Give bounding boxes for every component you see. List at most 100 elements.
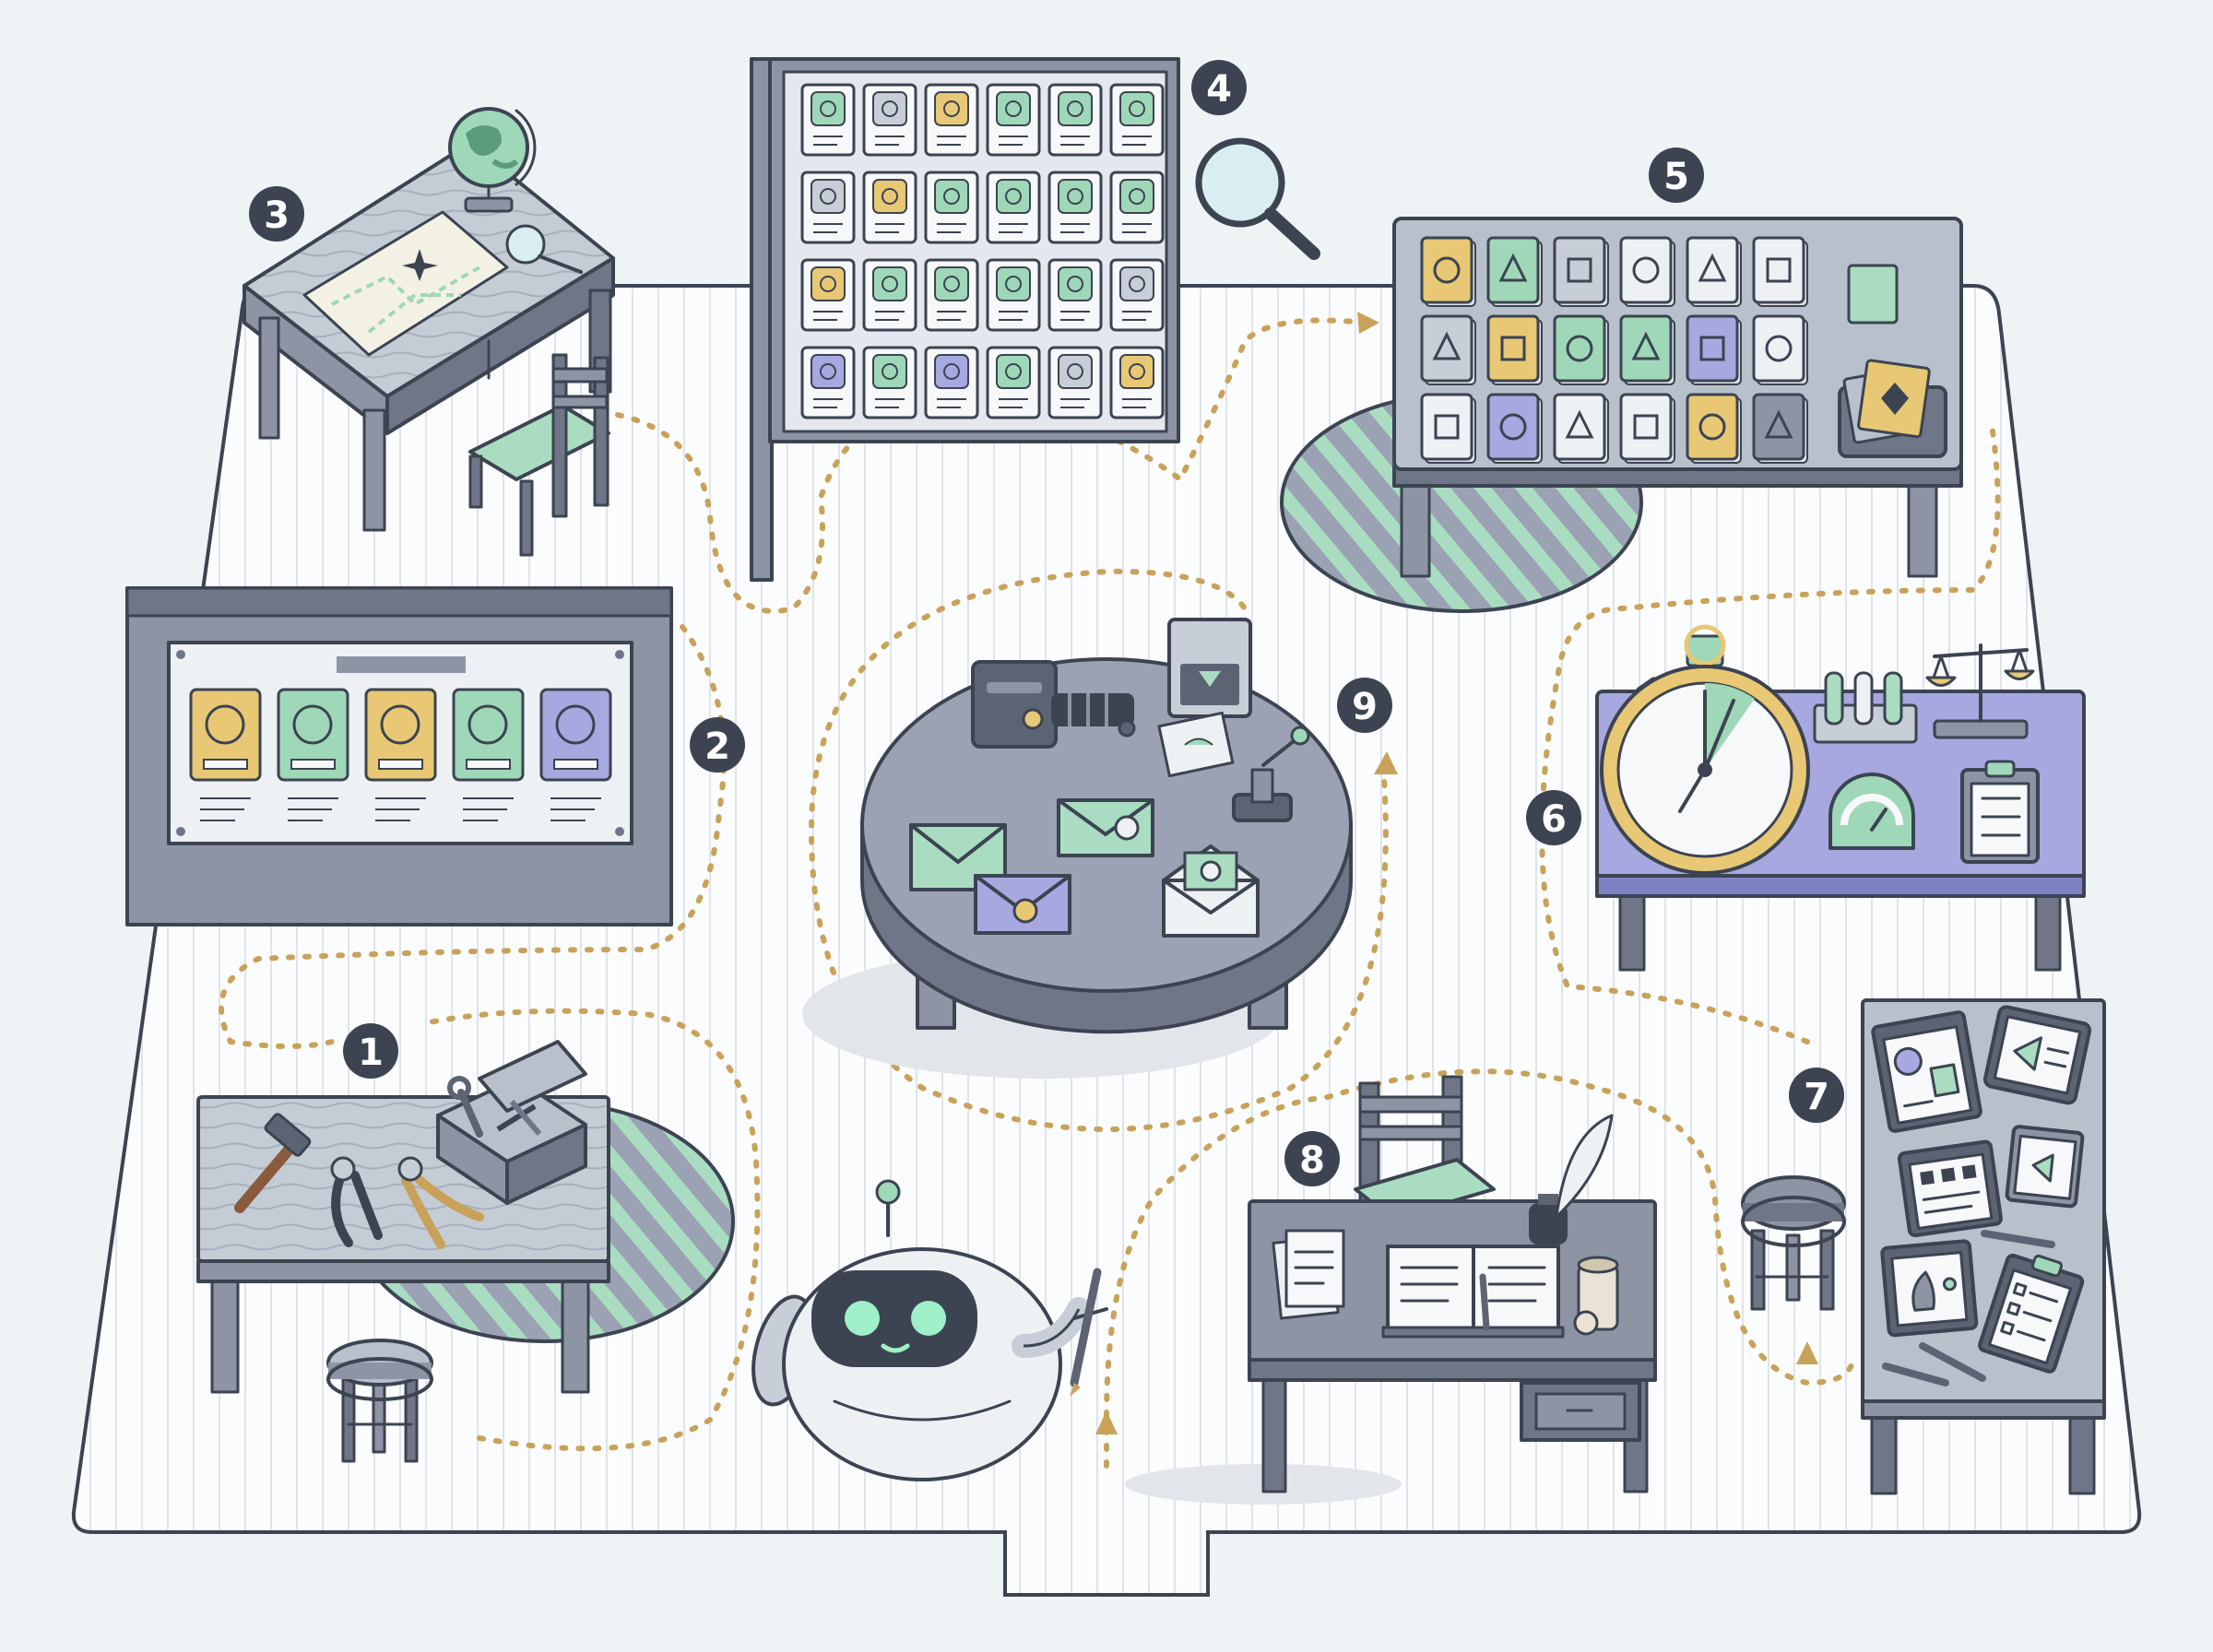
tablet-icon: [1982, 1005, 2092, 1105]
component-card: [1752, 236, 1808, 307]
hammer-icon: [234, 1113, 312, 1213]
svg-text:5: 5: [1663, 156, 1689, 198]
stool: [326, 1339, 433, 1463]
dotted-route: [1539, 421, 2001, 1044]
map-icon: [302, 210, 509, 357]
component-card: [1486, 393, 1543, 464]
writing-desk: [1125, 1075, 1657, 1504]
planning-desk: [243, 107, 615, 557]
scroll-icon: [1573, 1256, 1619, 1336]
clipboard-icon: [1871, 1010, 1982, 1133]
catalog-card: [1109, 83, 1165, 157]
gauge-icon: [1828, 773, 1915, 850]
component-card: [1686, 236, 1742, 307]
catalog-card: [986, 346, 1041, 419]
component-card: [1619, 393, 1675, 464]
catalog-card: [924, 83, 979, 157]
tool-workbench: [196, 1040, 735, 1463]
component-card: [1619, 314, 1675, 385]
component-card: [1686, 314, 1742, 385]
catalog-card: [862, 83, 917, 157]
component-card: [1420, 236, 1476, 307]
component-card: [1486, 236, 1543, 307]
station-7-badge: 7: [1789, 1068, 1844, 1123]
scale-icon: [1925, 643, 2035, 739]
catalog-card: [924, 258, 979, 332]
catalog-card: [1047, 83, 1103, 157]
station-1-badge: 1: [343, 1023, 398, 1079]
sorter-box-icon: [1157, 618, 1252, 778]
joystick-icon: [1232, 726, 1310, 822]
robot-icon: [751, 1179, 1108, 1481]
skill-card: [452, 688, 525, 821]
catalog-card: [862, 346, 917, 419]
catalog-card: [1109, 171, 1165, 244]
dotted-route: [1104, 1068, 1856, 1469]
skill-card: [539, 688, 612, 821]
route-arrow-icon: [1796, 1341, 1818, 1364]
clipboard-icon: [2005, 1125, 2085, 1209]
pen-icon: [1882, 1230, 2055, 1386]
component-card: [1553, 393, 1609, 464]
catalog-card: [1109, 346, 1165, 419]
catalog-card: [986, 83, 1041, 157]
svg-text:7: 7: [1804, 1076, 1829, 1118]
catalog-card: [1047, 171, 1103, 244]
station-6-badge: 6: [1526, 790, 1581, 845]
svg-text:3: 3: [264, 195, 290, 237]
skill-card: [189, 688, 262, 821]
clipboard-icon: [1880, 1239, 1979, 1338]
component-card: [1752, 314, 1808, 385]
pliers-icon: [397, 1156, 484, 1249]
checklist-clipboard-icon: [1978, 1253, 2085, 1374]
route-arrow-icon: [1357, 312, 1379, 334]
catalog-card: [1047, 258, 1103, 332]
catalog-card: [1109, 258, 1165, 332]
card-tray: [1838, 359, 1947, 458]
pliers-icon: [330, 1156, 383, 1247]
catalog-card: [800, 83, 856, 157]
catalog-card: [800, 346, 856, 419]
catalog-card: [862, 171, 917, 244]
station-3-badge: 3: [249, 186, 304, 242]
svg-text:2: 2: [704, 726, 730, 768]
catalog-card: [1047, 346, 1103, 419]
skill-board: [125, 586, 673, 926]
open-book-icon: [1381, 1245, 1565, 1339]
clipboard-icon: [1960, 760, 2040, 864]
review-board: [1741, 998, 2106, 1495]
envelope-icon: [1057, 798, 1154, 857]
svg-text:4: 4: [1206, 68, 1232, 111]
component-card: [1420, 393, 1476, 464]
svg-text:6: 6: [1541, 798, 1567, 841]
component-card: [1486, 314, 1543, 385]
catalog-card: [986, 171, 1041, 244]
catalog-card: [800, 258, 856, 332]
skill-card: [277, 688, 349, 821]
component-card: [1553, 236, 1609, 307]
station-5-badge: 5: [1649, 148, 1704, 203]
catalog-card: [924, 346, 979, 419]
clipboard-icon: [1897, 1139, 2003, 1238]
route-arrow-icon: [1095, 1410, 1118, 1434]
catalog-board: [750, 57, 1180, 582]
globe-icon: [448, 107, 537, 213]
test-tubes-icon: [1813, 671, 1918, 744]
printer-icon: [971, 660, 1136, 749]
skill-card: [364, 688, 437, 821]
component-card: [1619, 236, 1675, 307]
message-table: [802, 618, 1353, 1079]
component-table: [1280, 217, 1963, 613]
svg-text:9: 9: [1352, 686, 1378, 728]
stopwatch-icon: [1600, 624, 1810, 875]
component-card: [1752, 393, 1808, 464]
component-card: [1420, 314, 1476, 385]
station-4-badge: 4: [1191, 60, 1247, 115]
dotted-route: [219, 624, 727, 1049]
svg-text:8: 8: [1299, 1139, 1325, 1182]
envelope-icon: [974, 874, 1071, 935]
station-8-badge: 8: [1284, 1131, 1340, 1186]
catalog-card: [924, 171, 979, 244]
route-arrow-icon: [1374, 751, 1398, 774]
